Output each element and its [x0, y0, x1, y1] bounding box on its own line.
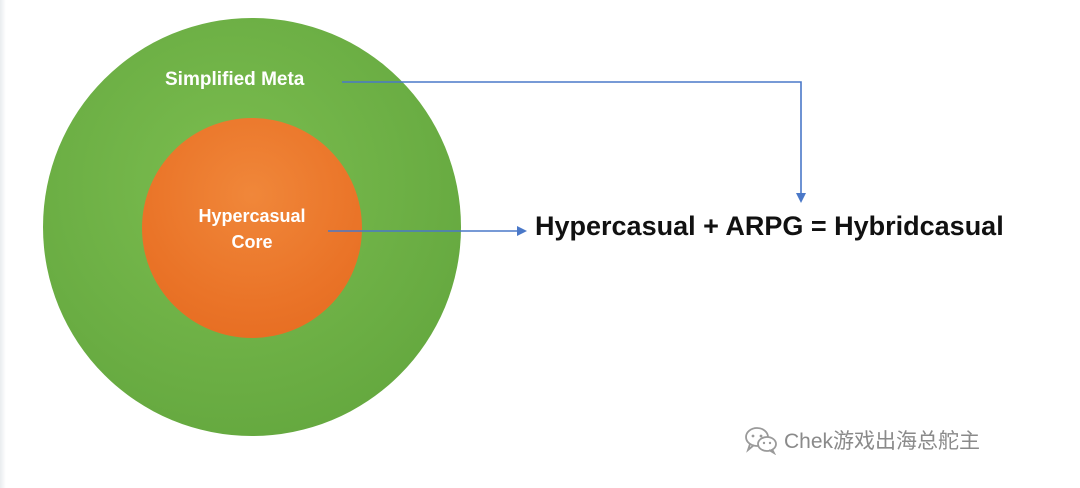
inner-circle-hypercasual-core: [142, 118, 362, 338]
inner-label-line-1: Hypercasual: [198, 206, 306, 226]
watermark: Chek游戏出海总舵主: [744, 425, 980, 455]
watermark-text: Chek游戏出海总舵主: [784, 430, 981, 453]
inner-label-line-2: Core: [231, 232, 273, 252]
equation-text: Hypercasual + ARPG = Hybridcasual: [535, 211, 1004, 241]
inner-circle-label: Hypercasual Core: [162, 203, 342, 255]
outer-circle-label: Simplified Meta: [165, 69, 305, 90]
meta-to-equation-arrow: [342, 81, 806, 203]
page-edge: [0, 0, 6, 488]
wechat-icon: [745, 427, 777, 455]
